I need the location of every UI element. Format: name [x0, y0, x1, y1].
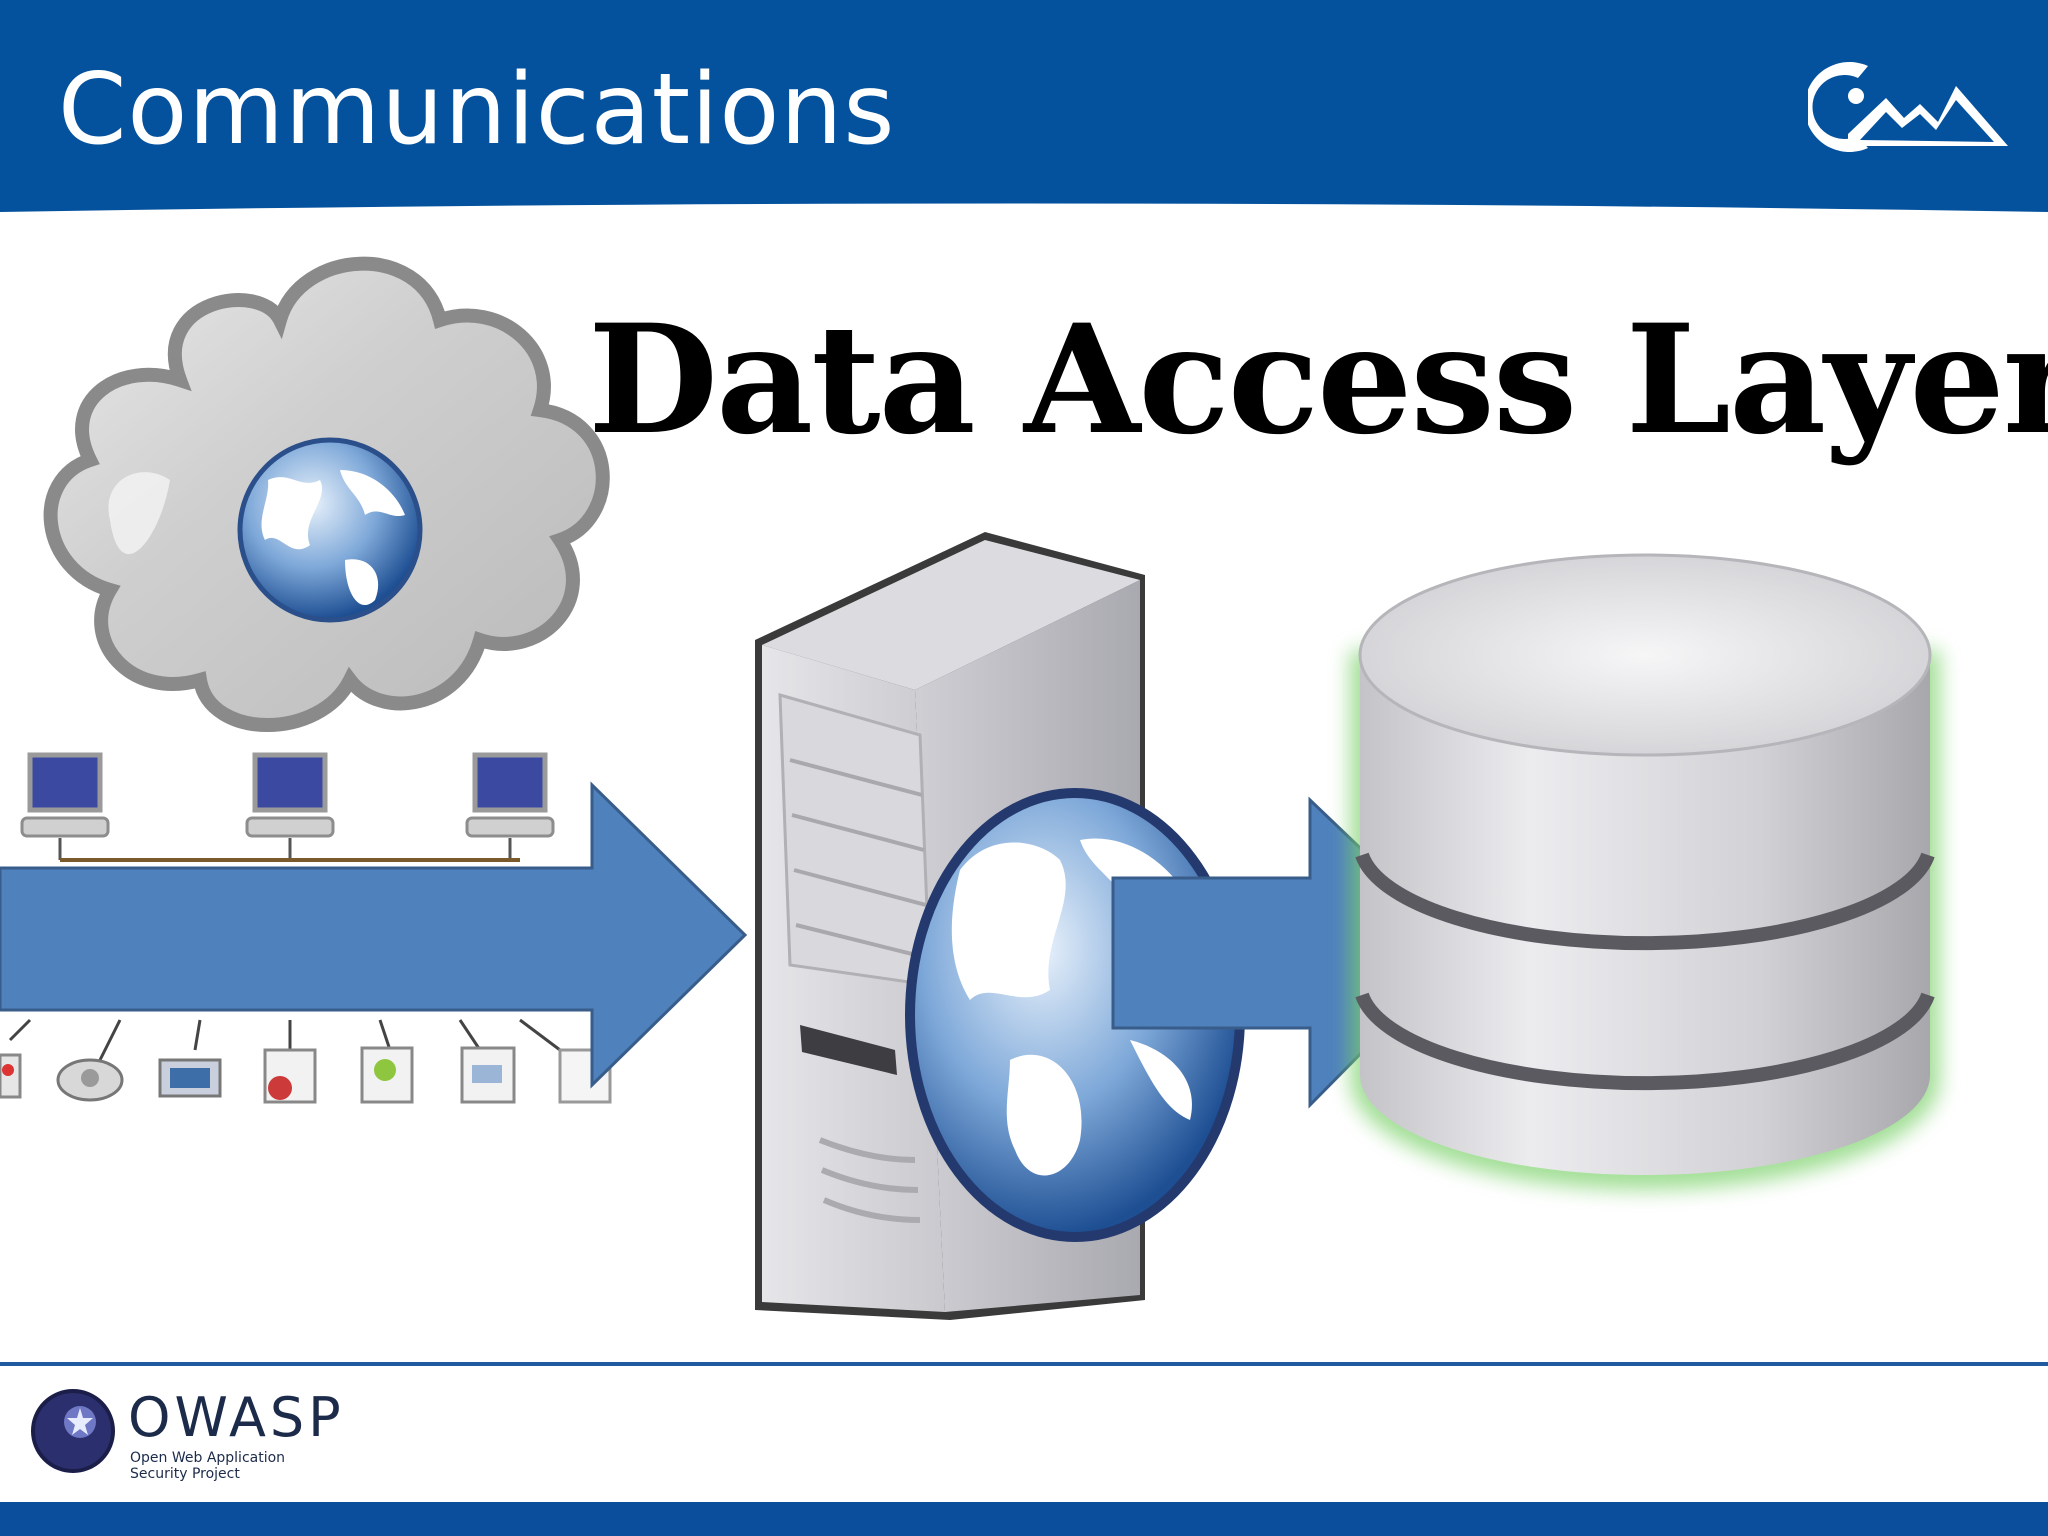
device-icon-1 [0, 1053, 22, 1099]
computer-icon-3 [465, 752, 555, 838]
mountain-logo-icon [1808, 62, 2008, 152]
device-icon-3 [158, 1058, 222, 1098]
network-computers-icon [0, 752, 612, 1104]
device-icon-4 [263, 1048, 317, 1104]
device-icon-5 [360, 1046, 414, 1104]
header-band [0, 0, 2048, 212]
owasp-wordmark: OWASP [128, 1386, 345, 1449]
main-title: Data Access Layer [588, 292, 2048, 468]
slide-title: Communications [58, 53, 896, 167]
globe-icon [237, 437, 423, 623]
arrow-to-server [0, 781, 748, 1089]
footer-bar [0, 1502, 2048, 1536]
owasp-logo: OWASP Open Web Application Security Proj… [30, 1388, 350, 1488]
owasp-emblem-icon [31, 1389, 115, 1473]
owasp-tagline: Open Web Application Security Project [130, 1450, 286, 1482]
footer-rule [0, 1362, 2048, 1366]
computer-icon-1 [20, 752, 110, 838]
computer-icon-2 [245, 752, 335, 838]
device-icon-6 [460, 1046, 516, 1104]
database-icon [1350, 553, 1940, 1190]
device-icon-2 [56, 1058, 124, 1102]
